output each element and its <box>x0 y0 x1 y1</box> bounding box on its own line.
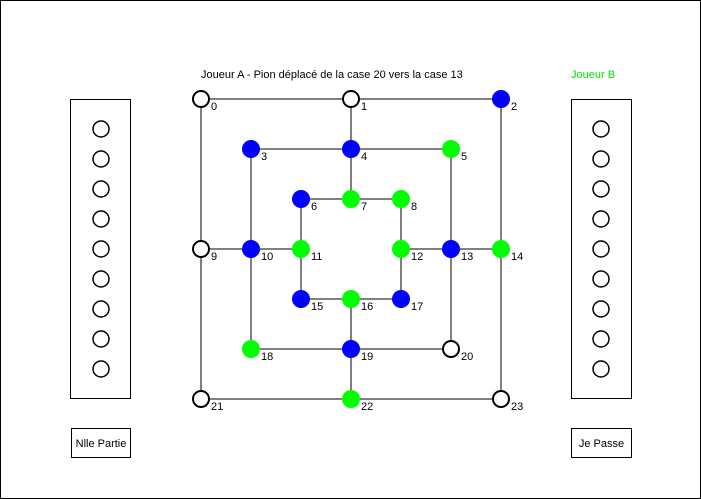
point-label-2: 2 <box>511 101 517 113</box>
board-point-22[interactable]: 22 <box>342 390 373 413</box>
blue-piece-3[interactable] <box>242 140 260 158</box>
blue-piece-6[interactable] <box>292 190 310 208</box>
player-b-reserve-slot <box>592 180 610 198</box>
blue-piece-10[interactable] <box>242 240 260 258</box>
board-point-13[interactable]: 13 <box>442 240 473 263</box>
empty-point-23[interactable] <box>492 390 510 408</box>
board-point-3[interactable]: 3 <box>242 140 267 163</box>
board-point-19[interactable]: 19 <box>342 340 373 363</box>
player-a-reserve-slot <box>92 210 110 228</box>
blue-piece-13[interactable] <box>442 240 460 258</box>
board-point-1[interactable]: 1 <box>342 90 367 113</box>
board-point-8[interactable]: 8 <box>392 190 417 213</box>
board-point-10[interactable]: 10 <box>242 240 273 263</box>
player-b-reserve-slot <box>592 240 610 258</box>
point-label-22: 22 <box>361 401 373 413</box>
empty-point-20[interactable] <box>442 340 460 358</box>
green-piece-11[interactable] <box>292 240 310 258</box>
green-piece-14[interactable] <box>492 240 510 258</box>
blue-piece-4[interactable] <box>342 140 360 158</box>
status-message: Joueur A - Pion déplacé de la case 20 ve… <box>201 69 463 81</box>
player-a-reserve-slot <box>92 360 110 378</box>
point-label-14: 14 <box>511 251 523 263</box>
point-label-20: 20 <box>461 351 473 363</box>
player-b-reserve-tray <box>571 99 632 399</box>
player-b-reserve-slot <box>592 270 610 288</box>
empty-point-0[interactable] <box>192 90 210 108</box>
point-label-23: 23 <box>511 401 523 413</box>
blue-piece-17[interactable] <box>392 290 410 308</box>
player-a-reserve-slot <box>92 270 110 288</box>
green-piece-8[interactable] <box>392 190 410 208</box>
board-point-14[interactable]: 14 <box>492 240 523 263</box>
board-point-16[interactable]: 16 <box>342 290 373 313</box>
board-point-2[interactable]: 2 <box>492 90 517 113</box>
board-point-23[interactable]: 23 <box>492 390 523 413</box>
board-point-20[interactable]: 20 <box>442 340 473 363</box>
point-label-19: 19 <box>361 351 373 363</box>
player-a-reserve-slot <box>92 330 110 348</box>
board-point-7[interactable]: 7 <box>342 190 367 213</box>
player-b-reserve-slot <box>592 150 610 168</box>
board-point-6[interactable]: 6 <box>292 190 317 213</box>
green-piece-22[interactable] <box>342 390 360 408</box>
point-label-21: 21 <box>211 401 223 413</box>
board-point-9[interactable]: 9 <box>192 240 217 263</box>
player-b-reserve-slot <box>592 210 610 228</box>
point-label-3: 3 <box>261 151 267 163</box>
point-label-7: 7 <box>361 201 367 213</box>
point-label-12: 12 <box>411 251 423 263</box>
board-point-15[interactable]: 15 <box>292 290 323 313</box>
point-label-16: 16 <box>361 301 373 313</box>
point-label-5: 5 <box>461 151 467 163</box>
player-a-reserve <box>92 120 110 378</box>
player-a-reserve-slot <box>92 150 110 168</box>
board-point-0[interactable]: 0 <box>192 90 217 113</box>
blue-piece-19[interactable] <box>342 340 360 358</box>
green-piece-18[interactable] <box>242 340 260 358</box>
board-point-4[interactable]: 4 <box>342 140 367 163</box>
player-b-reserve-slot <box>592 330 610 348</box>
board-point-11[interactable]: 11 <box>292 240 322 263</box>
board-point-5[interactable]: 5 <box>442 140 467 163</box>
player-b-reserve-slot <box>592 300 610 318</box>
player-a-reserve-slot <box>92 300 110 318</box>
empty-point-9[interactable] <box>192 240 210 258</box>
pass-button[interactable]: Je Passe <box>571 428 632 458</box>
point-label-8: 8 <box>411 201 417 213</box>
player-b-label: Joueur B <box>571 69 616 81</box>
point-label-4: 4 <box>361 151 367 163</box>
point-label-9: 9 <box>211 251 217 263</box>
green-piece-7[interactable] <box>342 190 360 208</box>
empty-point-21[interactable] <box>192 390 210 408</box>
player-b-reserve-slot <box>592 360 610 378</box>
blue-piece-2[interactable] <box>492 90 510 108</box>
point-label-0: 0 <box>211 101 217 113</box>
board-point-21[interactable]: 21 <box>192 390 223 413</box>
point-label-13: 13 <box>461 251 473 263</box>
point-label-17: 17 <box>411 301 423 313</box>
board-point-17[interactable]: 17 <box>392 290 423 313</box>
player-b-reserve <box>592 120 610 378</box>
new-game-button[interactable]: Nlle Partie <box>71 428 131 458</box>
green-piece-5[interactable] <box>442 140 460 158</box>
empty-point-1[interactable] <box>342 90 360 108</box>
point-label-15: 15 <box>311 301 323 313</box>
green-piece-12[interactable] <box>392 240 410 258</box>
point-label-10: 10 <box>261 251 273 263</box>
point-label-1: 1 <box>361 101 367 113</box>
blue-piece-15[interactable] <box>292 290 310 308</box>
board-point-18[interactable]: 18 <box>242 340 273 363</box>
point-label-11: 11 <box>311 251 322 263</box>
player-a-reserve-slot <box>92 240 110 258</box>
player-a-reserve-slot <box>92 120 110 138</box>
green-piece-16[interactable] <box>342 290 360 308</box>
player-b-reserve-slot <box>592 120 610 138</box>
board-point-12[interactable]: 12 <box>392 240 423 263</box>
point-label-18: 18 <box>261 351 273 363</box>
player-a-reserve-slot <box>92 180 110 198</box>
point-label-6: 6 <box>311 201 317 213</box>
